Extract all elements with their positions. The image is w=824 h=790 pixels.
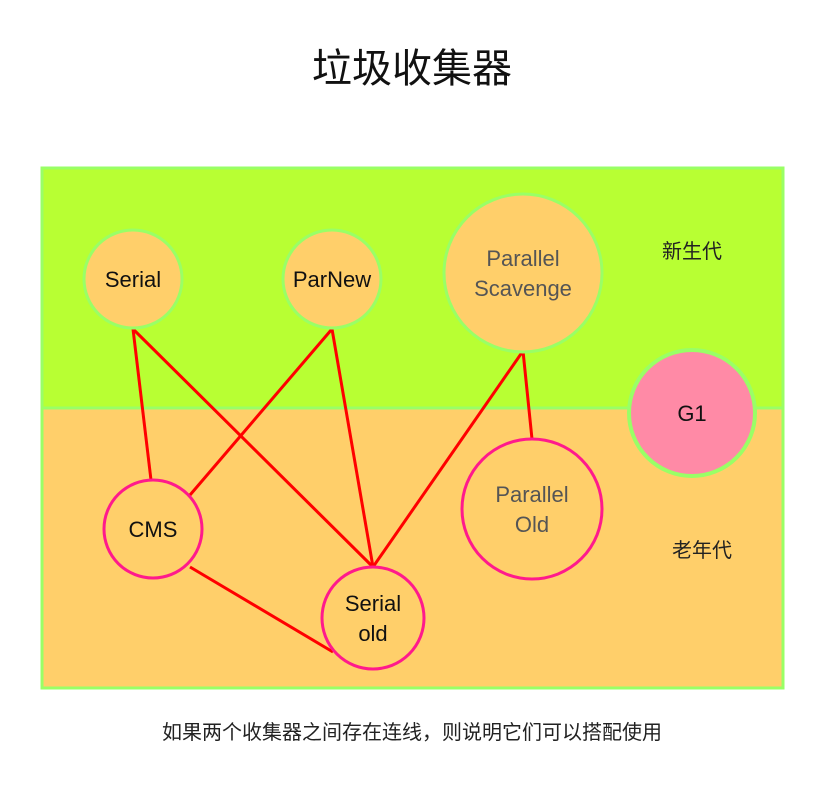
old-generation-label: 老年代 (672, 538, 732, 562)
connection-parnew-to-cms (188, 328, 334, 496)
node-circle-parnew (281, 228, 383, 330)
connection-parallel-scavenge-to-parallel-old (521, 350, 534, 440)
node-circle-parallel-scavenge (442, 192, 604, 354)
node-label-parallel-old-0: Parallel (495, 482, 568, 507)
connection-serial-to-cms (131, 328, 153, 481)
node-label-parnew-0: ParNew (293, 267, 371, 292)
node-label-serial-0: Serial (105, 267, 161, 292)
node-circle-serial-old (320, 565, 426, 671)
node-g1: G1 (627, 348, 757, 478)
node-parnew: ParNew (281, 228, 383, 330)
node-label-parallel-scavenge-0: Parallel (486, 246, 559, 271)
node-label-parallel-old-1: Old (515, 512, 549, 537)
node-label-g1-0: G1 (677, 401, 706, 426)
young-generation-label: 新生代 (662, 239, 722, 263)
node-label-cms-0: CMS (129, 517, 178, 542)
node-label-parallel-scavenge-1: Scavenge (474, 276, 572, 301)
node-label-serial-old-1: old (358, 621, 387, 646)
node-label-serial-old-0: Serial (345, 591, 401, 616)
node-serial-old: Serial old (320, 565, 426, 671)
connection-parallel-scavenge-to-serial-old (371, 350, 525, 568)
diagram-caption: 如果两个收集器之间存在连线，则说明它们可以搭配使用 (162, 720, 662, 744)
node-cms: CMS (102, 478, 204, 580)
connection-cms-to-serial-old (189, 565, 334, 654)
node-circle-serial (82, 228, 184, 330)
node-circle-parallel-old (460, 437, 604, 581)
diagram-title: 垃圾收集器 (312, 46, 512, 92)
connection-parnew-to-serial-old (330, 328, 375, 568)
connection-serial-to-serial-old (131, 327, 375, 569)
node-circle-g1 (627, 348, 757, 478)
connection-lines (131, 327, 534, 654)
node-serial: Serial (82, 228, 184, 330)
node-circle-cms (102, 478, 204, 580)
